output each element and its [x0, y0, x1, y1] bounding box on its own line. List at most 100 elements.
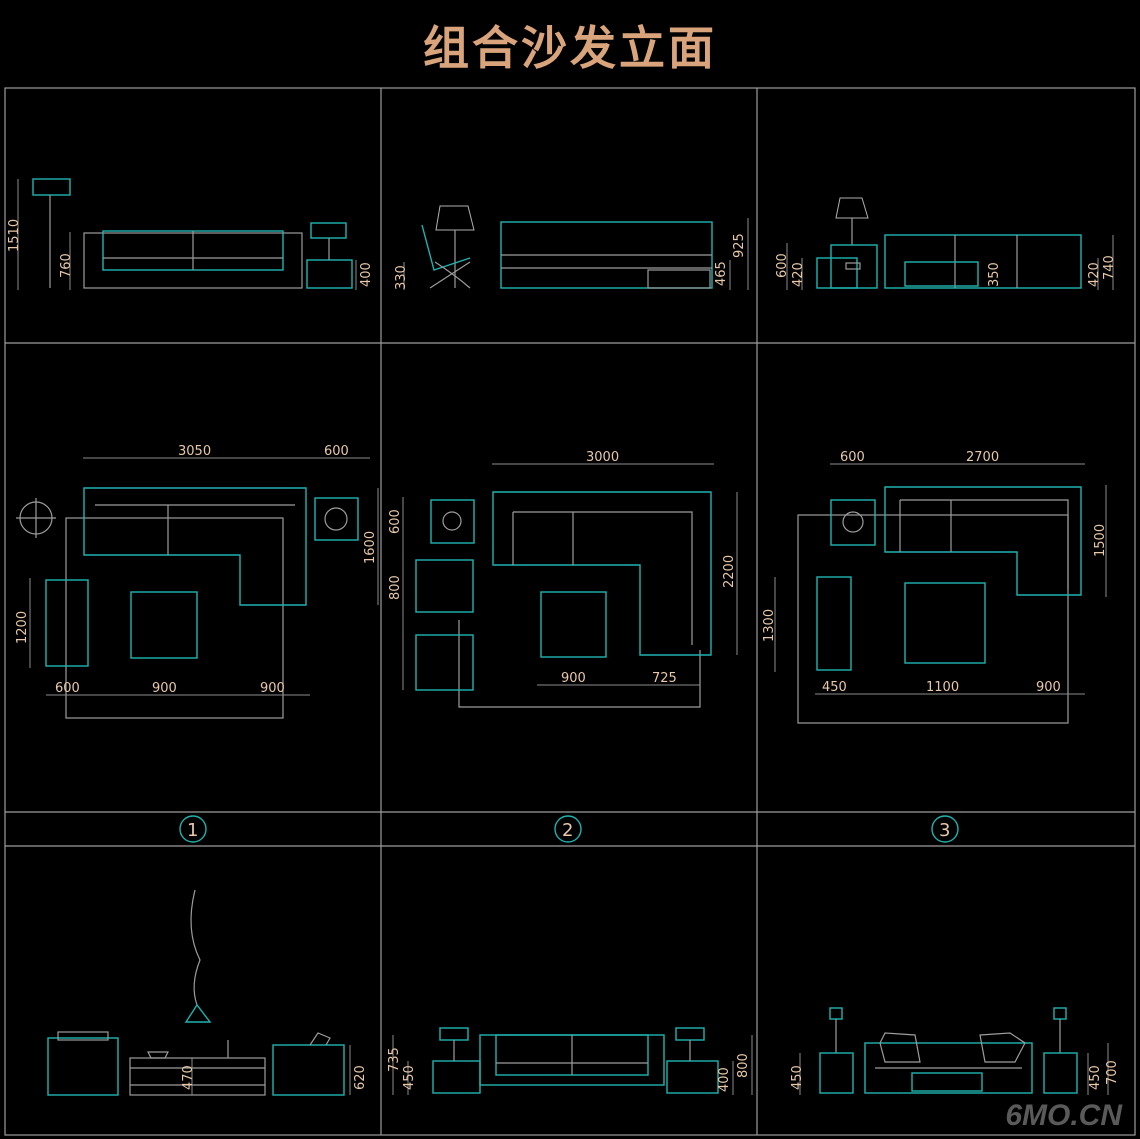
sofa [864, 1042, 1033, 1094]
dim-text: 330 [394, 265, 409, 290]
dim-text: 600 [775, 253, 790, 278]
cad-line [835, 197, 869, 219]
cad-line [647, 269, 711, 289]
cad-line [458, 620, 701, 708]
elevation-3: 600 420 350 420 740 [775, 197, 1117, 290]
drawing-title: 组合沙发立面 [423, 21, 717, 75]
dim-text: 450 [790, 1065, 805, 1090]
dim-text: 600 [388, 509, 403, 534]
cad-line [830, 244, 878, 289]
cad-line [1053, 1007, 1067, 1020]
dim-text: 2200 [722, 555, 737, 588]
dim-text: 470 [181, 1065, 196, 1090]
cad-line [45, 579, 89, 667]
cad-line [430, 499, 475, 544]
dim-text: 900 [1036, 680, 1061, 695]
cad-line [435, 205, 475, 231]
cad-line [899, 499, 1069, 590]
dim-text: 740 [1102, 255, 1117, 280]
dim-text: 735 [387, 1047, 402, 1072]
side-table [306, 259, 353, 289]
cad-line [439, 1027, 469, 1041]
rug [797, 514, 1069, 724]
cad-line [432, 1060, 481, 1094]
dim-text: 420 [1087, 262, 1102, 287]
dim-text: 3 [939, 820, 950, 841]
sofa-l-shape [884, 486, 1082, 596]
dim-text: 450 [822, 680, 847, 695]
cad-line [540, 591, 607, 658]
dim-text: 1200 [15, 611, 30, 644]
cad-line [830, 499, 876, 546]
cad-line [179, 815, 207, 843]
dim-text: 1300 [762, 609, 777, 642]
cad-line [147, 1040, 229, 1059]
rug [65, 517, 284, 719]
cad-line [4, 87, 1136, 1136]
dim-text: 600 [55, 681, 80, 696]
dim-text: 1 [187, 820, 198, 841]
floor-lamp-shade [32, 178, 71, 196]
cad-line [512, 511, 693, 645]
dim-text: 900 [561, 671, 586, 686]
scheme-label-1: 1 [179, 815, 207, 843]
cad-line [310, 222, 347, 239]
cad-line [675, 1027, 705, 1041]
cad-line [816, 576, 852, 671]
cad-line [415, 559, 474, 613]
dim-text: 620 [353, 1065, 368, 1090]
plan-1: 3050 600 1600 1200 600 900 900 [15, 444, 379, 719]
dim-text: 400 [717, 1067, 732, 1092]
cad-line [190, 889, 201, 1006]
dim-text: 1500 [1093, 524, 1108, 557]
cad-line [421, 224, 471, 271]
plan-3: 600 2700 1500 1300 450 1100 900 [762, 450, 1108, 724]
dim-text: 2700 [966, 450, 999, 465]
dim-text: 1510 [7, 219, 22, 252]
cad-line [842, 511, 864, 533]
cad-line [184, 1003, 212, 1023]
dim-text: 1100 [926, 680, 959, 695]
scheme-label-2: 2 [554, 815, 582, 843]
elevation-1: 1510 760 400 [7, 178, 374, 290]
ottoman [904, 261, 979, 287]
cad-line [314, 497, 359, 541]
scheme-label-3: 3 [931, 815, 959, 843]
cad-line [130, 591, 198, 659]
cad-line [47, 1037, 119, 1096]
dim-text: 3050 [178, 444, 211, 459]
dim-text: 465 [714, 261, 729, 286]
dim-text: 450 [1088, 1065, 1103, 1090]
dim-text: 600 [324, 444, 349, 459]
dim-text: 700 [1105, 1060, 1120, 1085]
cad-line [931, 815, 959, 843]
elevation-bottom-2: 735 450 400 800 [387, 1027, 753, 1095]
cad-line [879, 1032, 1026, 1063]
elevation-2: 330 465 925 [394, 205, 749, 290]
cad-line [324, 507, 348, 531]
dim-text: 800 [388, 575, 403, 600]
plan-2: 3000 600 800 2200 900 725 [388, 450, 738, 708]
dim-text: 800 [736, 1053, 751, 1078]
dim-text: 725 [652, 671, 677, 686]
cad-line [429, 261, 471, 289]
elevation-bottom-3: 450 450 700 [790, 1007, 1120, 1095]
grid-frame [4, 87, 1136, 1136]
sofa [884, 234, 1082, 289]
dim-text: 760 [59, 253, 74, 278]
dim-text: 420 [791, 262, 806, 287]
cad-line [816, 257, 858, 289]
cad-line [845, 262, 861, 270]
cad-line [1043, 1052, 1078, 1094]
dim-text: 350 [987, 262, 1002, 287]
sofa-l-shape [492, 491, 712, 656]
cad-line [309, 1032, 331, 1046]
dim-text: 1600 [363, 531, 378, 564]
cad-line [554, 815, 582, 843]
watermark: 6MO.CN [1005, 1099, 1122, 1132]
dim-text: 900 [152, 681, 177, 696]
dim-text: 900 [260, 681, 285, 696]
dim-text: 600 [840, 450, 865, 465]
dim-text: 925 [732, 233, 747, 258]
